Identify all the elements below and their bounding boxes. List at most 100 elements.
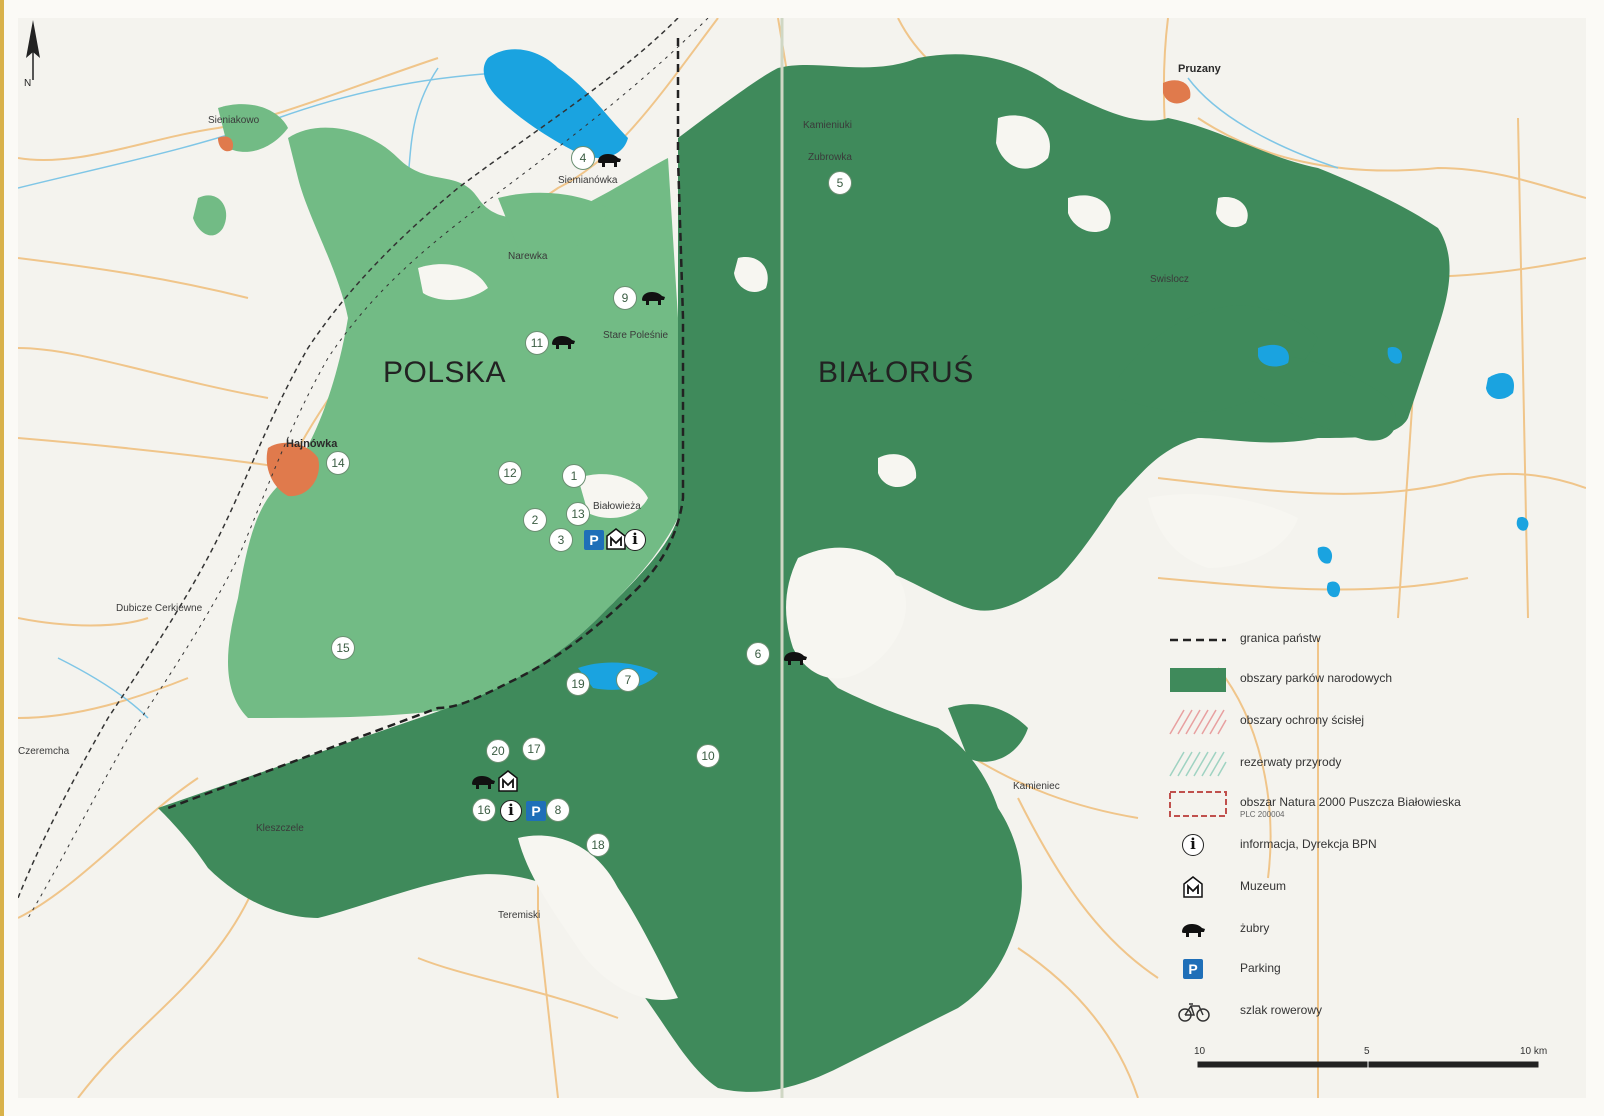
map-canvas xyxy=(18,18,1586,1098)
town-label: Swislocz xyxy=(1150,274,1189,285)
info-icon[interactable]: i xyxy=(624,529,646,551)
legend-info-swatch: i xyxy=(1168,832,1228,860)
legend-parking-swatch: P xyxy=(1168,956,1228,984)
point-marker[interactable]: 14 xyxy=(326,451,350,475)
museum-icon[interactable] xyxy=(498,770,518,792)
country-label-poland: POLSKA xyxy=(383,356,507,389)
country-label-belarus: BIAŁORUŚ xyxy=(818,356,974,389)
legend-reserves-swatch xyxy=(1169,751,1227,777)
legend-row-museum: Muzeum xyxy=(1168,874,1578,904)
legend-row-border: granica państw xyxy=(1168,626,1578,656)
polish-forest xyxy=(193,104,678,718)
legend-strict-swatch xyxy=(1169,709,1227,735)
museum-icon[interactable] xyxy=(606,528,626,550)
town-label: Czeremcha xyxy=(18,746,70,757)
town-label: Narewka xyxy=(508,251,548,262)
town-label: Kamieniuki xyxy=(803,120,852,131)
point-marker[interactable]: 7 xyxy=(616,668,640,692)
page-edge xyxy=(0,0,4,1116)
map-area[interactable]: POLSKA BIAŁORUŚ Pruzany Hajnówka Kamieni… xyxy=(18,18,1586,1098)
bison-icon[interactable] xyxy=(470,774,496,790)
legend-label: żubry xyxy=(1240,921,1270,935)
town-label: Kleszczele xyxy=(256,823,304,834)
legend-bison-swatch xyxy=(1168,916,1228,944)
bison-icon[interactable] xyxy=(596,152,622,168)
town-label: Siemianówka xyxy=(558,175,618,186)
town-label: Teremiski xyxy=(498,910,541,921)
legend-museum-swatch xyxy=(1168,874,1228,902)
legend-label: rezerwaty przyrody xyxy=(1240,755,1342,769)
point-marker[interactable]: 5 xyxy=(828,171,852,195)
point-marker[interactable]: 11 xyxy=(525,331,549,355)
legend-row-parking: P Parking xyxy=(1168,956,1578,986)
legend-label: informacja, Dyrekcja BPN xyxy=(1240,837,1377,851)
scale-bar-graphic xyxy=(1197,1060,1539,1068)
info-icon: i xyxy=(1182,834,1204,856)
legend-sublabel: PLC 200004 xyxy=(1240,810,1285,819)
legend-label: obszary parków narodowych xyxy=(1240,671,1393,685)
point-marker[interactable]: 4 xyxy=(571,146,595,170)
info-icon[interactable]: i xyxy=(500,800,522,822)
town-label: Stare Poleśnie xyxy=(603,330,669,341)
point-marker[interactable]: 12 xyxy=(498,461,522,485)
scale-bar: 10 5 10 km xyxy=(1194,1046,1554,1076)
point-marker[interactable]: 3 xyxy=(549,528,573,552)
town-label: Kamieniec xyxy=(1013,781,1060,792)
point-marker[interactable]: 16 xyxy=(472,798,496,822)
legend-row-strict-protection: obszary ochrony ścisłej xyxy=(1168,708,1578,738)
legend-label: Muzeum xyxy=(1240,879,1287,893)
legend-row-natura: obszar Natura 2000 Puszcza Białowieska P… xyxy=(1168,790,1578,820)
bison-icon[interactable] xyxy=(640,290,666,306)
clearings xyxy=(418,115,1298,1000)
legend-row-reserves: rezerwaty przyrody xyxy=(1168,750,1578,780)
town-label: Dubicze Cerkiewne xyxy=(116,603,203,614)
legend-label: obszary ochrony ścisłej xyxy=(1240,713,1365,727)
legend-row-bike: szlak rowerowy xyxy=(1168,998,1578,1028)
point-marker[interactable]: 18 xyxy=(586,833,610,857)
bicycle-icon xyxy=(1178,1003,1210,1022)
point-marker[interactable]: 20 xyxy=(486,739,510,763)
parking-icon[interactable]: P xyxy=(584,530,604,550)
legend-row-info: i informacja, Dyrekcja BPN xyxy=(1168,832,1578,862)
legend-label: szlak rowerowy xyxy=(1240,1003,1323,1017)
point-marker[interactable]: 17 xyxy=(522,737,546,761)
town-label: Sieniakowo xyxy=(208,115,260,126)
point-marker[interactable]: 1 xyxy=(562,464,586,488)
north-label: N xyxy=(24,78,31,88)
town-label: Pruzany xyxy=(1178,63,1221,75)
point-marker[interactable]: 9 xyxy=(613,286,637,310)
museum-icon xyxy=(1183,876,1203,898)
legend-row-bison: żubry xyxy=(1168,916,1578,946)
state-border-line xyxy=(167,38,685,810)
parking-icon: P xyxy=(1183,959,1203,979)
legend-bike-swatch xyxy=(1168,998,1228,1026)
railway-line xyxy=(18,18,679,899)
town-label: Hajnówka xyxy=(286,438,338,450)
railway-line-2 xyxy=(27,18,709,919)
legend-border-swatch xyxy=(1170,638,1226,642)
town-label: Zubrowka xyxy=(808,152,852,163)
legend-parks-swatch xyxy=(1170,668,1226,692)
legend-natura-swatch xyxy=(1169,791,1227,817)
legend-label: Parking xyxy=(1240,961,1281,975)
scale-label-mid: 5 xyxy=(1364,1046,1370,1057)
point-marker[interactable]: 13 xyxy=(566,502,590,526)
north-arrow-icon: N xyxy=(24,20,40,88)
point-marker[interactable]: 15 xyxy=(331,636,355,660)
point-marker[interactable]: 2 xyxy=(523,508,547,532)
point-marker[interactable]: 8 xyxy=(546,798,570,822)
scale-label-end: 10 km xyxy=(1520,1046,1548,1057)
town-areas xyxy=(218,80,1191,497)
parking-icon[interactable]: P xyxy=(526,801,546,821)
scale-label-start: 10 xyxy=(1194,1046,1206,1057)
legend-label: granica państw xyxy=(1240,631,1321,645)
point-marker[interactable]: 10 xyxy=(696,744,720,768)
bison-icon xyxy=(1182,924,1205,937)
town-label: Białowieża xyxy=(593,501,641,512)
bison-icon[interactable] xyxy=(550,334,576,350)
legend-label: obszar Natura 2000 Puszcza Białowieska xyxy=(1240,795,1461,809)
bison-icon[interactable] xyxy=(782,650,808,666)
point-marker[interactable]: 6 xyxy=(746,642,770,666)
point-marker[interactable]: 19 xyxy=(566,672,590,696)
